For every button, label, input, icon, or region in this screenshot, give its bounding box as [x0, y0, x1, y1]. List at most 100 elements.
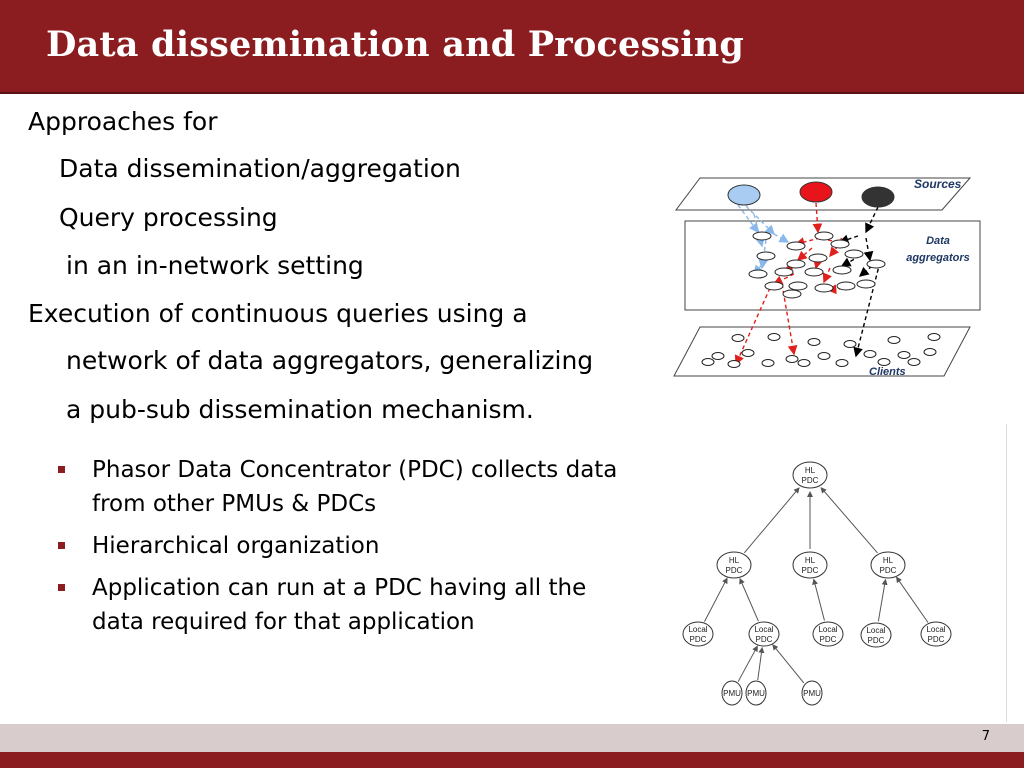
node-label: Local — [818, 625, 837, 634]
sources-label: Sources — [914, 177, 962, 191]
pdc-node — [682, 621, 714, 647]
aggregator-node — [844, 249, 864, 259]
client-node — [887, 336, 901, 344]
flow-arrow — [773, 233, 790, 243]
node-label: PDC — [690, 635, 707, 644]
aggregator-node — [748, 269, 768, 279]
node-label: PDC — [802, 566, 819, 575]
node-label: HL — [805, 556, 816, 565]
client-node — [785, 355, 799, 363]
square-bullet-icon — [58, 542, 65, 549]
hierarchy-edge — [737, 645, 758, 682]
body-line-2: Data dissemination/aggregation — [59, 154, 461, 183]
aggregator-node — [814, 283, 834, 293]
flow-arrow — [865, 206, 879, 234]
node-label: PDC — [756, 635, 773, 644]
client-node — [761, 359, 775, 367]
node-label: Local — [688, 625, 707, 634]
bullet-item: Application can run at a PDC having all … — [56, 571, 621, 639]
square-bullet-icon — [58, 584, 65, 591]
pdc-node — [920, 621, 952, 647]
client-node — [767, 333, 781, 341]
aggregator-node — [788, 281, 808, 291]
client-node — [907, 358, 921, 366]
clients-label: Clients — [869, 366, 906, 378]
body-line-4: in an in-network setting — [66, 251, 364, 280]
network-nodes — [701, 181, 941, 368]
source-node — [799, 181, 833, 203]
pdc-node — [801, 680, 823, 706]
aggregators-label-line2: aggregators — [906, 252, 970, 264]
client-node — [927, 333, 941, 341]
aggregators-label-line1: Data — [926, 235, 950, 247]
aggregator-node — [786, 259, 806, 269]
pdc-node — [870, 551, 906, 579]
node-label: PDC — [726, 566, 743, 575]
bullet-item: Phasor Data Concentrator (PDC) collects … — [56, 453, 621, 521]
node-label: PDC — [802, 476, 819, 485]
aggregator-node — [808, 253, 828, 263]
node-label: HL — [729, 556, 740, 565]
aggregator-node — [756, 251, 776, 261]
client-node — [797, 359, 811, 367]
hierarchy-edge — [739, 577, 759, 622]
slide-title: Data dissemination and Processing — [46, 24, 745, 65]
client-node — [731, 334, 745, 342]
body-line-5: Execution of continuous queries using a — [28, 299, 528, 328]
node-label: PMU — [803, 689, 821, 698]
aggregator-node — [856, 279, 876, 289]
node-label: PMU — [747, 689, 765, 698]
pdc-node — [748, 621, 780, 647]
hierarchy-edges — [704, 487, 929, 684]
flow-arrow — [853, 261, 881, 358]
pdc-node — [812, 621, 844, 647]
client-node — [711, 352, 725, 360]
node-label: PMU — [723, 689, 741, 698]
aggregator-network-diagram: Sources Data aggregators Clients — [673, 177, 981, 378]
client-node — [701, 358, 715, 366]
client-node — [807, 338, 821, 346]
bullet-item: Hierarchical organization — [56, 529, 621, 563]
node-label: PDC — [868, 636, 885, 645]
client-node — [877, 358, 891, 366]
pdc-node — [721, 680, 743, 706]
footer-band — [0, 724, 1024, 752]
divider-line — [1006, 424, 1007, 722]
source-node — [727, 184, 761, 206]
hierarchy-edge — [877, 578, 888, 622]
hierarchy-edge — [895, 576, 929, 623]
hierarchy-nodes: HLPDCHLPDCHLPDCHLPDCLocalPDCLocalPDCLoca… — [682, 461, 952, 706]
aggregator-node — [830, 239, 850, 249]
flow-arrow — [796, 247, 813, 261]
body-line-3: Query processing — [59, 203, 278, 232]
flow-arrow — [863, 237, 874, 262]
client-node — [727, 360, 741, 368]
aggregator-node — [832, 265, 852, 275]
aggregator-node — [866, 259, 886, 269]
hierarchy-edge — [704, 577, 728, 622]
body-line-1: Approaches for — [28, 107, 218, 136]
flow-arrow — [753, 213, 765, 248]
source-node — [861, 186, 895, 208]
pdc-node — [745, 680, 767, 706]
pdc-node — [792, 461, 828, 489]
aggregator-node — [764, 281, 784, 291]
node-label: Local — [754, 625, 773, 634]
pdc-hierarchy-diagram: HLPDCHLPDCHLPDCHLPDCLocalPDCLocalPDCLoca… — [682, 461, 952, 706]
footer-bar — [0, 752, 1024, 768]
node-label: PDC — [928, 635, 945, 644]
hierarchy-edge — [812, 578, 825, 621]
client-node — [843, 340, 857, 348]
pdc-node — [792, 551, 828, 579]
aggregator-node — [836, 281, 856, 291]
bullet-text: Phasor Data Concentrator (PDC) collects … — [92, 457, 618, 517]
node-label: PDC — [880, 566, 897, 575]
pdc-node — [716, 551, 752, 579]
client-node — [897, 351, 911, 359]
body-line-6: network of data aggregators, generalizin… — [66, 346, 594, 375]
node-label: Local — [866, 626, 885, 635]
hierarchy-edge — [772, 644, 805, 684]
flow-arrow — [772, 273, 795, 285]
client-node — [923, 348, 937, 356]
client-node — [863, 350, 877, 358]
